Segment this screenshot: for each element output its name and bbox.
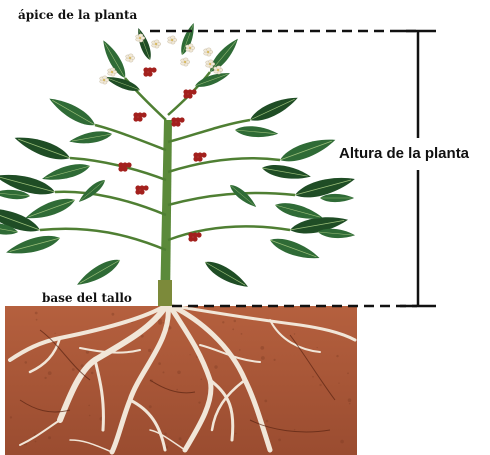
apex-label: ápice de la planta — [18, 8, 137, 22]
berry — [141, 112, 146, 117]
stem-base — [158, 280, 172, 306]
berry — [197, 156, 202, 161]
flower-petal — [129, 54, 133, 57]
flower-petal — [217, 66, 221, 69]
berry — [201, 152, 206, 157]
leaves — [0, 22, 357, 292]
flower-petal — [171, 36, 175, 39]
flower-petal — [103, 76, 107, 79]
base-label: base del tallo — [42, 291, 132, 305]
berry — [137, 116, 142, 121]
flower-petal — [207, 48, 211, 51]
flower-petal — [111, 68, 115, 71]
berry — [187, 93, 192, 98]
soil — [5, 306, 357, 455]
berry — [196, 232, 201, 237]
flower-petal — [139, 34, 143, 37]
flower-petal — [209, 60, 213, 63]
flower-petal — [189, 44, 193, 47]
berry — [147, 71, 152, 76]
flower-petal — [184, 58, 188, 61]
flower-petal — [155, 40, 159, 43]
berry — [175, 121, 180, 126]
berry — [191, 89, 196, 94]
berry — [126, 162, 131, 167]
berry — [151, 67, 156, 72]
berry — [143, 185, 148, 190]
berry — [122, 166, 127, 171]
berry — [192, 236, 197, 241]
berry — [179, 117, 184, 122]
height-label: Altura de la planta — [339, 145, 469, 162]
berry — [139, 189, 144, 194]
